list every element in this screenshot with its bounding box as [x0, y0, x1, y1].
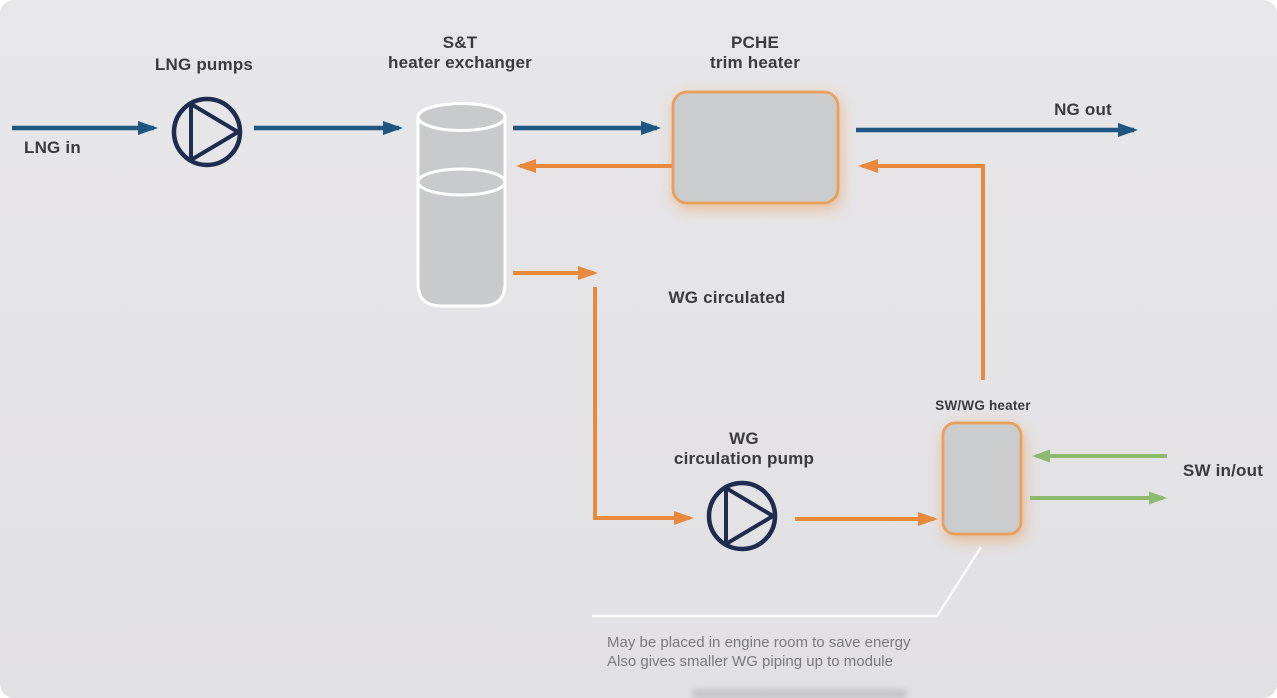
- pche-trim-heater-block: [671, 90, 840, 205]
- wg-circulation-pump-label: WG circulation pump: [674, 429, 814, 469]
- wg-circulated-label: WG circulated: [668, 288, 786, 307]
- lng-pump-icon: [171, 96, 243, 168]
- sw-in-out-label: SW in/out: [1182, 461, 1264, 480]
- st-heat-exchanger-label: S&T heater exchanger: [388, 33, 532, 73]
- bottom-shadow-artifact: [692, 689, 907, 698]
- engine-room-note: May be placed in engine room to save ene…: [607, 633, 911, 671]
- vessel-top-rim: [416, 102, 507, 132]
- wg-circulation-pump-label-line1: WG: [729, 429, 759, 448]
- st-heat-exchanger-label-line1: S&T: [442, 33, 478, 52]
- engine-room-note-line2: Also gives smaller WG piping up to modul…: [607, 653, 893, 670]
- ng-out-label: NG out: [1054, 100, 1112, 119]
- st-heat-exchanger-vessel: [416, 102, 507, 308]
- wg-circulation-pump-icon: [706, 480, 778, 552]
- pche-trim-heater-label-line1: PCHE: [730, 33, 780, 52]
- pche-trim-heater-label-line2: trim heater: [709, 53, 801, 72]
- note-callout-line: [592, 546, 983, 618]
- ng-stream-lines: [12, 121, 1138, 137]
- sw-wg-heater-block: [941, 421, 1023, 536]
- heater-riser-to-pche-arrow: [858, 159, 985, 380]
- lng-pumps-label: LNG pumps: [154, 55, 254, 74]
- pche-trim-heater-label: PCHE trim heater: [710, 33, 800, 73]
- vessel-lower-shell: [416, 182, 507, 308]
- wg-downcomer-to-pump-arrow: [593, 287, 694, 525]
- vessel-upper-shell-sides: [416, 117, 507, 182]
- wg-stream-lines: [513, 159, 985, 526]
- lng-in-label: LNG in: [24, 138, 81, 157]
- wg-circulation-pump-label-line2: circulation pump: [673, 449, 815, 468]
- engine-room-note-line1: May be placed in engine room to save ene…: [607, 634, 911, 651]
- vessel-mid-rim: [416, 167, 507, 197]
- st-heat-exchanger-label-line2: heater exchanger: [388, 53, 532, 72]
- sw-stream-lines: [1030, 449, 1167, 505]
- sw-wg-heater-label: SW/WG heater: [935, 398, 1031, 413]
